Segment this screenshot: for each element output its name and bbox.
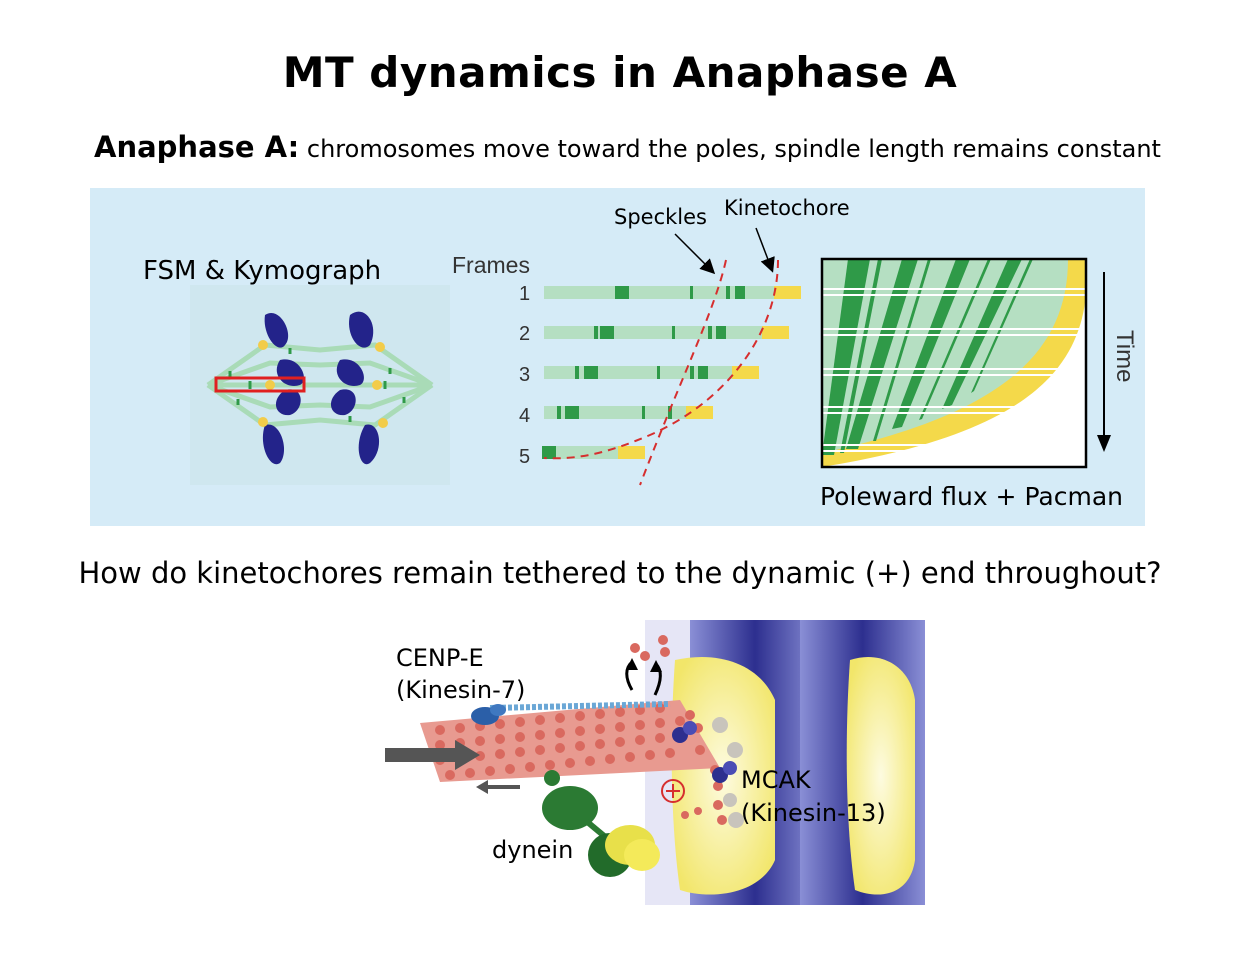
plus-end-icon: [661, 779, 685, 803]
dynein-label: dynein: [492, 836, 574, 864]
kymograph-frame: [820, 257, 1088, 469]
frame-number: 4: [519, 405, 531, 427]
frame-bar-4: [544, 406, 713, 419]
kinetochore-trajectory-line: [543, 259, 779, 460]
poleward-flux-arrow: [385, 740, 480, 770]
frame-bar-5: [542, 446, 645, 459]
frame-number: 3: [519, 364, 531, 386]
kinetochores: [258, 340, 388, 428]
dynein-motor: [542, 770, 660, 877]
question-text: How do kinetochores remain tethered to t…: [78, 556, 1162, 590]
kymograph-region-box: [214, 376, 306, 393]
chromosomes: [262, 311, 380, 465]
subtitle-text: chromosomes move toward the poles, spind…: [306, 135, 1161, 163]
frame-number: 2: [519, 323, 531, 345]
mcak-label: MCAK: [741, 766, 811, 794]
spindle-speckles: [228, 348, 406, 422]
released-tubulin: [630, 635, 670, 661]
subtitle-lead: Anaphase A:: [94, 130, 300, 164]
speckles-arrow: [674, 233, 716, 275]
frame-number: 5: [519, 446, 531, 468]
kymograph-caption: Poleward flux + Pacman: [820, 482, 1123, 511]
frame-number: 1: [519, 283, 531, 305]
cenp-e-label: CENP-E: [396, 644, 484, 672]
kymograph: [820, 257, 1088, 469]
kinetochore-motor-illustration: [385, 620, 925, 905]
subtitle: Anaphase A: chromosomes move toward the …: [94, 130, 1161, 164]
speckle-trajectory-line: [639, 259, 727, 486]
sister-kinetochore-plate: [846, 656, 915, 895]
kymograph-time-lines: [822, 288, 1086, 452]
kinetochore-label: Kinetochore: [724, 196, 850, 220]
speckles-label: Speckles: [614, 205, 707, 229]
frames-diagram: [542, 227, 801, 486]
fsm-kymograph-label: FSM & Kymograph: [143, 256, 382, 286]
cenp-e-stalk: [489, 701, 671, 711]
page-title: MT dynamics in Anaphase A: [282, 48, 958, 97]
spindle-illustration: [190, 285, 450, 485]
time-label: Time: [1111, 330, 1138, 383]
time-arrow: [1097, 272, 1111, 452]
frame-bar-3: [544, 366, 759, 379]
kinetochore-arrow: [755, 227, 775, 273]
frames-label: Frames: [452, 252, 530, 278]
kinesin-13-label: (Kinesin-13): [741, 799, 886, 827]
frame-bar-1: [544, 286, 801, 299]
mcak-motors: [672, 717, 744, 828]
frame-bar-2: [544, 326, 789, 339]
kinesin-7-label: (Kinesin-7): [396, 676, 526, 704]
